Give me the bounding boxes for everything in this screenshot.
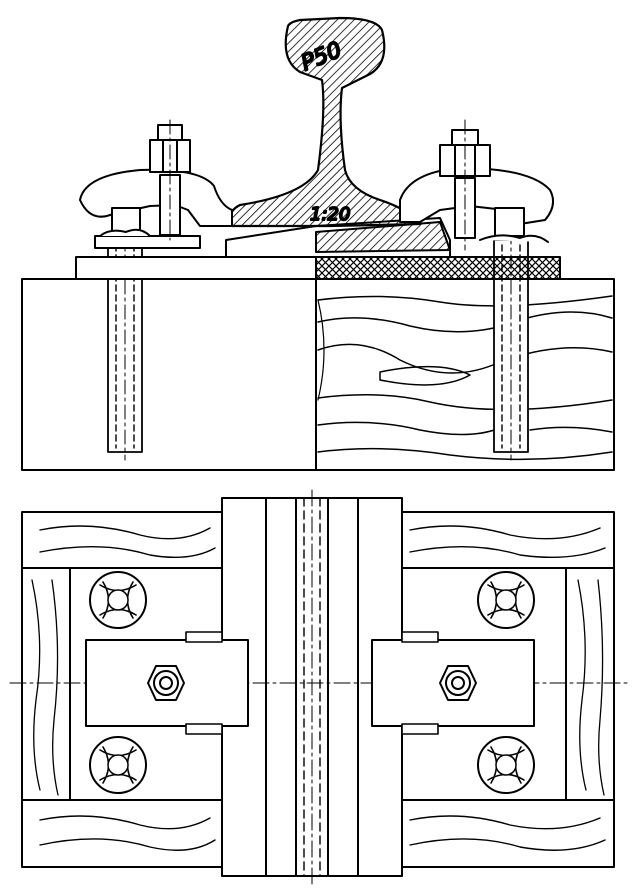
spike-head-top-right — [477, 571, 535, 629]
tie-plate — [75, 217, 561, 280]
rail-p50: P50 1:20 — [229, 16, 422, 228]
clamp-plate-left — [85, 631, 249, 735]
slope-label: 1:20 — [310, 204, 350, 225]
rail-clip-left — [79, 119, 233, 249]
spike-head-bottom-left — [89, 736, 147, 794]
clamp-plate-right — [371, 631, 535, 735]
section-view: P50 1:20 — [21, 16, 615, 471]
spike-head-top-left — [89, 571, 147, 629]
rail-clip-right — [399, 119, 555, 251]
spike-head-bottom-right — [477, 736, 535, 794]
plan-view — [9, 489, 629, 885]
